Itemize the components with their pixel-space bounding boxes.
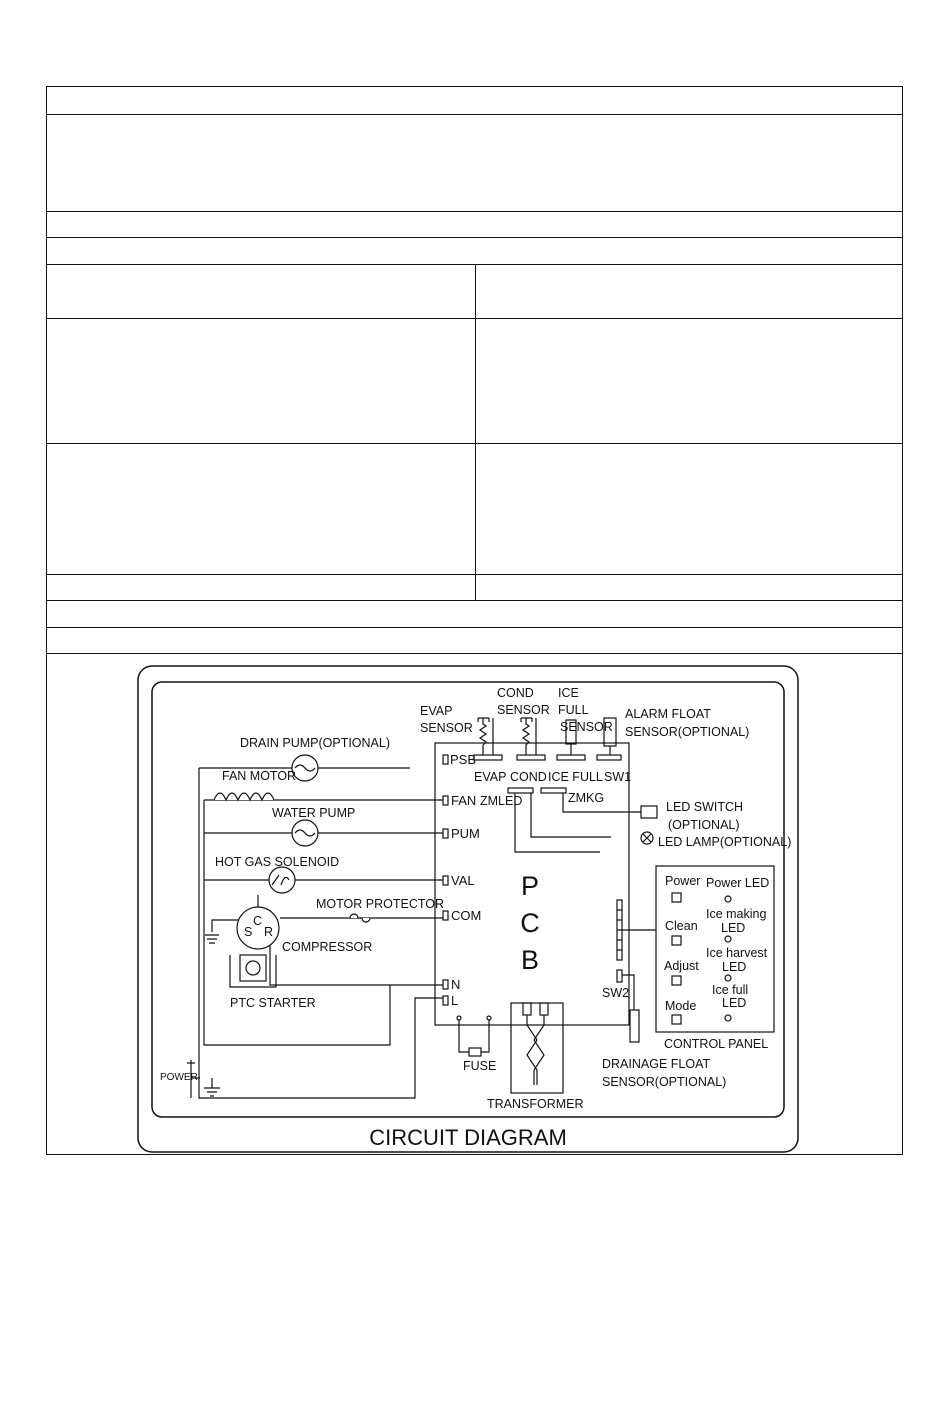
- compressor-terminal-c: C: [253, 914, 262, 928]
- transformer-label: TRANSFORMER: [487, 1097, 584, 1111]
- diagram-inner-frame: [151, 681, 785, 1118]
- sw2-label: SW2: [602, 986, 629, 1000]
- pcb-board: [434, 742, 630, 1026]
- pin-psb: PSB: [450, 752, 476, 767]
- cond-sensor-label: COND: [497, 686, 534, 700]
- led-ice-harvest-indicator: [724, 974, 732, 982]
- compressor-terminal-s: S: [244, 925, 252, 939]
- pcb-letter-p: P: [521, 871, 539, 901]
- pcb-letter-c: C: [520, 908, 540, 938]
- led-switch-icon: [640, 805, 658, 819]
- drainage-float-label-2: SENSOR(OPTIONAL): [602, 1075, 726, 1089]
- led-power-indicator: [724, 895, 732, 903]
- pin-l: L: [451, 993, 458, 1008]
- motor-protector-label: MOTOR PROTECTOR: [316, 897, 444, 911]
- hot-gas-solenoid-icon: [268, 866, 296, 894]
- btn-clean-label: Clean: [665, 919, 698, 933]
- fuse-icon: [468, 1047, 482, 1057]
- control-panel: Power Clean Adjust Mode Power LED Ice ma…: [655, 865, 775, 1051]
- compressor-terminal-r: R: [264, 925, 273, 939]
- pin-val: VAL: [451, 873, 475, 888]
- led-ice-full-label-2: LED: [722, 996, 746, 1010]
- led-switch-label-2: (OPTIONAL): [668, 818, 740, 832]
- led-switch-label: LED SWITCH: [666, 800, 743, 814]
- conn-cond: COND: [510, 770, 547, 784]
- drainage-float-label: DRAINAGE FLOAT: [602, 1057, 710, 1071]
- conn-zmled: ZMLED: [480, 794, 522, 808]
- conn-sw1: SW1: [604, 770, 631, 784]
- led-ice-making-label: Ice making: [706, 907, 766, 921]
- led-ice-full-indicator: [724, 1014, 732, 1022]
- led-lamp-label: LED LAMP(OPTIONAL): [658, 835, 791, 849]
- pin-com: COM: [451, 908, 481, 923]
- control-panel-label: CONTROL PANEL: [664, 1037, 768, 1051]
- evap-sensor-label-2: SENSOR: [420, 721, 473, 735]
- led-ice-making-indicator: [724, 935, 732, 943]
- fan-motor-coil-icon: [213, 792, 275, 802]
- pin-n: N: [451, 977, 460, 992]
- drain-pump-label: DRAIN PUMP(OPTIONAL): [240, 736, 390, 750]
- btn-adjust-label: Adjust: [664, 959, 699, 973]
- btn-clean: [671, 935, 682, 946]
- diagram-outer-frame: [137, 665, 799, 1153]
- conn-zmkg: ZMKG: [568, 791, 604, 805]
- pin-pum: PUM: [451, 826, 480, 841]
- evap-sensor-label: EVAP: [420, 704, 452, 718]
- sensors: EVAP SENSOR COND SENSOR ICE FULL SENSOR …: [420, 686, 749, 755]
- pin-fan: FAN: [451, 793, 476, 808]
- fan-motor-label: FAN MOTOR: [222, 769, 296, 783]
- ptc-starter-icon: [239, 954, 267, 982]
- fuse-label: FUSE: [463, 1059, 496, 1073]
- led-ice-harvest-label-2: LED: [722, 960, 746, 974]
- ice-full-sensor-label-2: FULL: [558, 703, 589, 717]
- led-lamp-icon: [640, 831, 654, 845]
- left-wiring: DRAIN PUMP(OPTIONAL) FAN MOTOR WATER PUM…: [160, 736, 444, 1099]
- led-ice-full-label: Ice full: [712, 983, 748, 997]
- alarm-float-label-2: SENSOR(OPTIONAL): [625, 725, 749, 739]
- ptc-starter-label: PTC STARTER: [230, 996, 316, 1010]
- transformer-icon: [510, 1002, 564, 1094]
- compressor-label: COMPRESSOR: [282, 940, 372, 954]
- led-power-label: Power LED: [706, 876, 769, 890]
- pcb-pins: PSB FAN PUM VAL COM N L: [442, 752, 481, 1008]
- alarm-float-label: ALARM FLOAT: [625, 707, 711, 721]
- pcb-letter-b: B: [521, 945, 539, 975]
- btn-power: [671, 892, 682, 903]
- led-ice-making-label-2: LED: [721, 921, 745, 935]
- right-wiring: LED SWITCH (OPTIONAL) LED LAMP(OPTIONAL)…: [514, 793, 791, 1089]
- btn-adjust: [671, 975, 682, 986]
- water-pump-label: WATER PUMP: [272, 806, 355, 820]
- cond-sensor-label-2: SENSOR: [497, 703, 550, 717]
- btn-mode-label: Mode: [665, 999, 696, 1013]
- power-label: POWER: [160, 1072, 198, 1083]
- diagram-title: CIRCUIT DIAGRAM: [369, 1125, 567, 1150]
- drainage-float-icon: [629, 1009, 640, 1043]
- led-ice-harvest-label: Ice harvest: [706, 946, 768, 960]
- fuse-transformer: FUSE TRANSFORMER: [456, 1002, 584, 1111]
- conn-evap: EVAP: [474, 770, 506, 784]
- hot-gas-label: HOT GAS SOLENOID: [215, 855, 339, 869]
- motor-protector-icon: [349, 913, 371, 923]
- ice-full-sensor-label: ICE: [558, 686, 579, 700]
- conn-ice-full: ICE FULL: [548, 770, 603, 784]
- btn-power-label: Power: [665, 874, 700, 888]
- spec-table: [46, 86, 903, 1155]
- top-connectors: EVAP COND ICE FULL SW1 ZMLED ZMKG: [473, 754, 631, 808]
- ice-full-sensor-label-3: SENSOR: [560, 720, 613, 734]
- btn-mode: [671, 1014, 682, 1025]
